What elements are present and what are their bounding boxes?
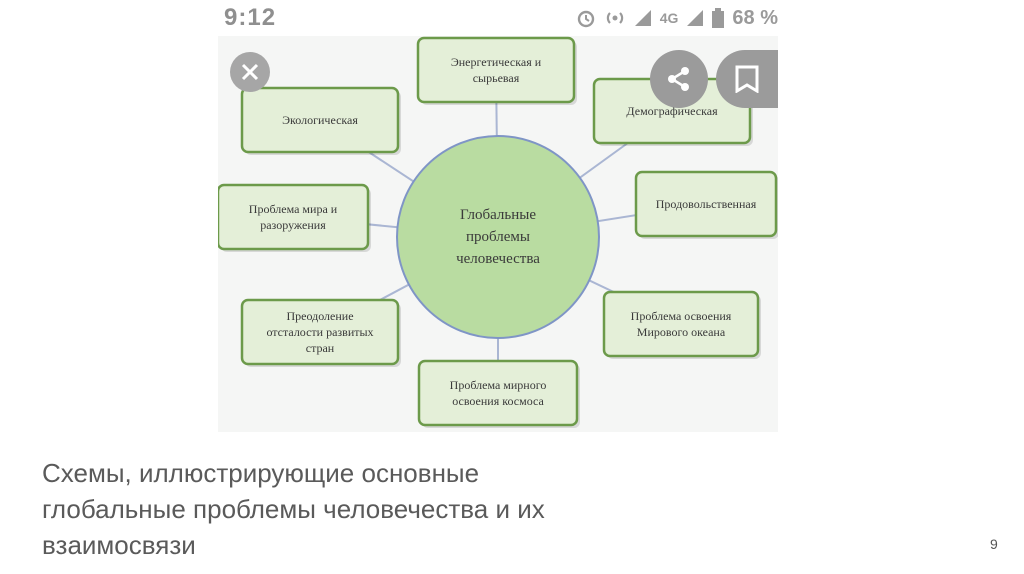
node-backwardness: Преодоление отсталости развитых стран — [240, 298, 401, 367]
node-box — [634, 170, 778, 238]
node-box — [218, 183, 370, 251]
alarm-icon — [576, 8, 596, 28]
node-label: Экологическая — [282, 113, 358, 127]
node-label-line: Мирового океана — [637, 325, 726, 339]
node-label-line: отсталости развитых — [266, 325, 373, 339]
node-demographic: Демографическая — [592, 77, 753, 146]
status-time: 9:12 — [224, 4, 277, 31]
center-circle — [396, 135, 600, 339]
caption-line: взаимосвязи — [42, 530, 196, 560]
caption-line: глобальные проблемы человечества и их — [42, 494, 545, 524]
page-number: 9 — [990, 536, 998, 552]
bookmark-icon — [735, 65, 759, 93]
node-label-line: Проблема освоения — [631, 309, 732, 323]
node-label-line: освоения космоса — [452, 394, 544, 408]
node-label: Продовольственная — [656, 197, 757, 211]
node-label: Проблема мирного освоения космоса — [450, 378, 547, 408]
center-label-line: человечества — [456, 251, 540, 267]
network-label: 4G — [659, 10, 679, 26]
node-box — [602, 290, 760, 358]
node-label-line: Проблема мирного — [450, 378, 547, 392]
share-icon — [668, 67, 689, 91]
status-icons: 4G 68 % — [576, 6, 778, 30]
diagram-canvas: Глобальные проблемы человечества Энергетич… — [218, 36, 778, 428]
close-button[interactable] — [230, 52, 270, 92]
node-box — [416, 36, 576, 104]
node-label: Демографическая — [626, 104, 718, 118]
node-ecology: Экологическая — [240, 86, 401, 155]
node-label-line: Экологическая — [282, 113, 358, 127]
node-label-line: Продовольственная — [656, 197, 757, 211]
hotspot-icon — [604, 8, 626, 28]
node-label-line: стран — [306, 341, 335, 355]
node-label-line: Энергетическая и — [451, 55, 542, 69]
diagram-nodes: Энергетическая и сырьеваяДемографическаяП… — [218, 36, 778, 428]
slide-caption: Схемы, иллюстрирующие основные глобальны… — [42, 455, 682, 563]
node-box — [240, 298, 400, 366]
node-box — [240, 86, 400, 154]
center-label-line: Глобальные — [460, 207, 536, 223]
node-label: Проблема мира и разоружения — [249, 202, 338, 232]
close-icon — [241, 63, 259, 81]
node-peace: Проблема мира и разоружения — [218, 183, 371, 252]
signal-icon — [634, 9, 652, 27]
signal-icon-2 — [686, 9, 704, 27]
node-box — [417, 359, 579, 427]
node-energy: Энергетическая и сырьевая — [416, 36, 577, 105]
bookmark-button[interactable] — [716, 50, 778, 108]
status-bar: 9:12 4G 68 % — [218, 0, 778, 36]
node-label-line: Преодоление — [286, 309, 353, 323]
node-label: Преодоление отсталости развитых стран — [266, 309, 373, 355]
center-label-line: проблемы — [466, 229, 530, 245]
screenshot-image: 9:12 4G 68 % Глобальные проблемы человечес… — [218, 0, 778, 432]
node-space: Проблема мирного освоения космоса — [417, 359, 580, 428]
node-food: Продовольственная — [634, 170, 778, 239]
node-label-line: разоружения — [260, 218, 326, 232]
caption-line: Схемы, иллюстрирующие основные — [42, 458, 480, 488]
battery-percent: 68 % — [732, 6, 778, 29]
node-label: Энергетическая и сырьевая — [451, 55, 542, 85]
node-label-line: Демографическая — [626, 104, 718, 118]
center-label: Глобальные проблемы человечества — [456, 207, 540, 267]
battery-icon — [712, 8, 725, 28]
node-label-line: сырьевая — [473, 71, 520, 85]
node-label-line: Проблема мира и — [249, 202, 338, 216]
share-button[interactable] — [650, 50, 708, 108]
